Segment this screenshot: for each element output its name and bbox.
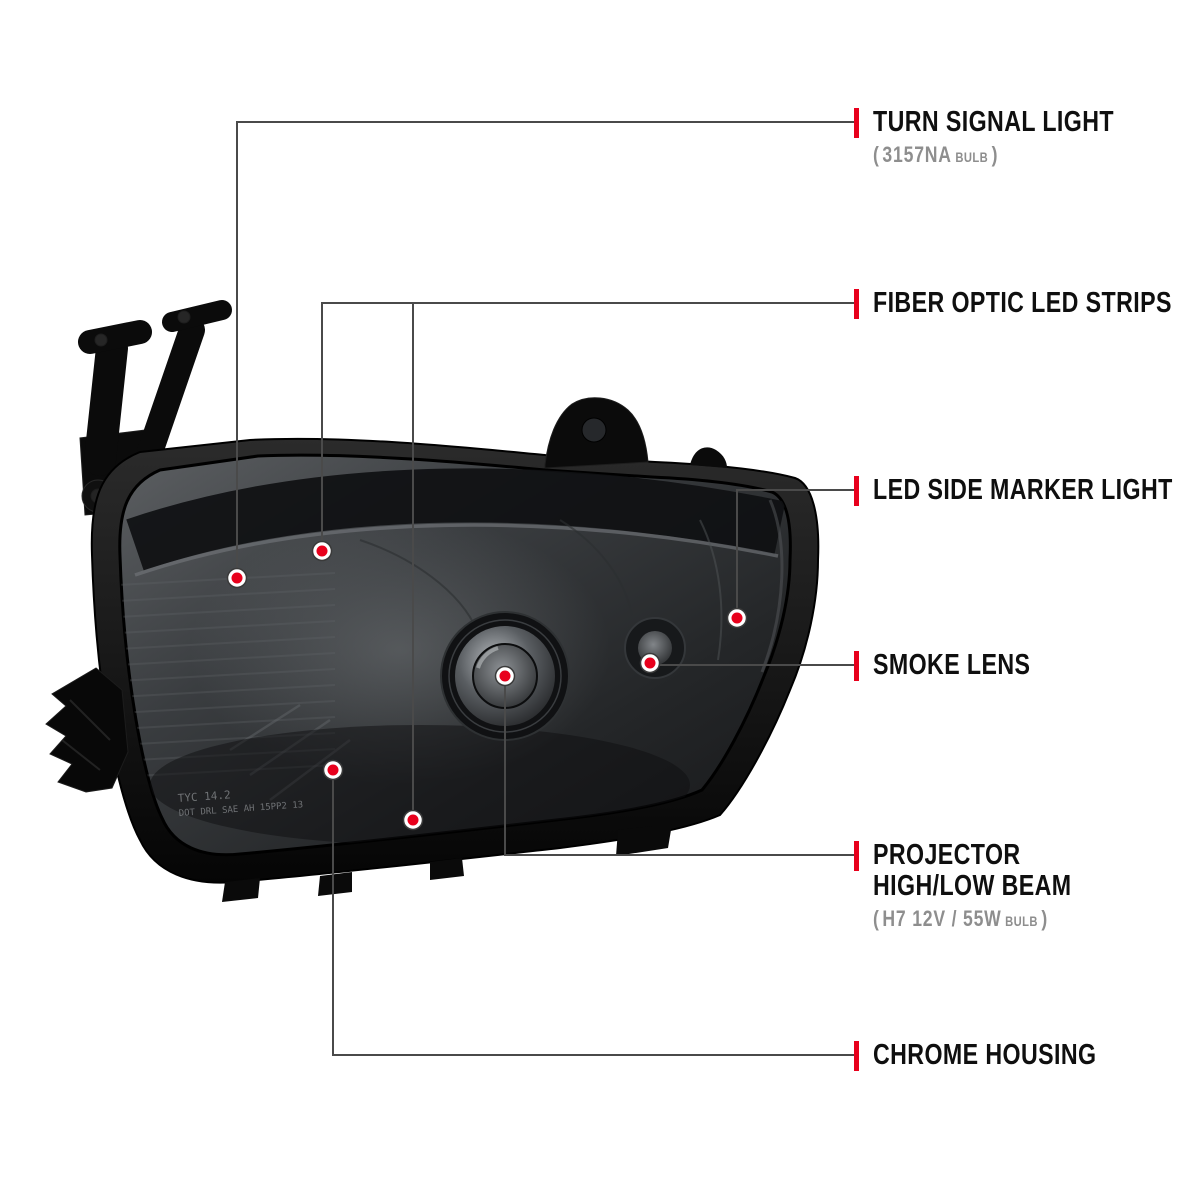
callout-label-projector: PROJECTOR HIGH/LOW BEAM ( H7 12V / 55W B… bbox=[854, 840, 1121, 932]
marker-dot-projector bbox=[494, 665, 516, 687]
red-tick bbox=[854, 108, 859, 138]
chrome-housing-label: CHROME HOUSING bbox=[873, 1039, 1097, 1071]
lens-marking-line1: TYC 14.2 bbox=[177, 788, 231, 805]
reflector-ribs bbox=[119, 572, 336, 778]
red-tick bbox=[854, 1041, 859, 1071]
marker-dots bbox=[226, 540, 748, 831]
callout-line-fiber-optic bbox=[321, 302, 856, 543]
marker-dot-side-marker bbox=[726, 607, 748, 629]
fiber-optic-label: FIBER OPTIC LED STRIPS bbox=[873, 287, 1172, 319]
callout-line-side-marker bbox=[736, 489, 856, 610]
red-tick bbox=[854, 651, 859, 681]
turn-signal-bulb: ( 3157NA BULB ) bbox=[873, 142, 998, 167]
turn-signal-label: TURN SIGNAL LIGHT bbox=[873, 106, 1114, 138]
callout-line-projector bbox=[504, 684, 856, 856]
side-marker-label: LED SIDE MARKER LIGHT bbox=[873, 474, 1173, 506]
bottom-tabs bbox=[222, 824, 672, 902]
projector-label-line2: HIGH/LOW BEAM bbox=[873, 870, 1072, 902]
projector-label-line1: PROJECTOR bbox=[873, 839, 1021, 871]
marker-dot-fiber-optic-b bbox=[402, 809, 424, 831]
marker-dot-fiber-optic-a bbox=[311, 540, 333, 562]
callout-label-smoke-lens: SMOKE LENS bbox=[854, 650, 1070, 681]
led-strip-band bbox=[126, 468, 786, 571]
projector-bulb: ( H7 12V / 55W BULB ) bbox=[873, 906, 1048, 931]
mounting-tab-top bbox=[544, 397, 727, 469]
smoke-lens-label: SMOKE LENS bbox=[873, 649, 1031, 681]
bottom-bracket bbox=[45, 667, 129, 793]
fiber-optic-strip bbox=[134, 523, 779, 577]
marker-dot-chrome bbox=[322, 759, 344, 781]
callout-label-turn-signal: TURN SIGNAL LIGHT ( 3157NA BULB ) bbox=[854, 107, 1174, 168]
red-tick bbox=[854, 289, 859, 319]
marker-dot-smoke-lens bbox=[639, 652, 661, 674]
red-tick bbox=[854, 476, 859, 506]
red-tick bbox=[854, 841, 859, 871]
callout-label-fiber-optic: FIBER OPTIC LED STRIPS bbox=[854, 288, 1200, 319]
marker-dot-turn-signal bbox=[226, 567, 248, 589]
callout-line-chrome bbox=[332, 778, 856, 1056]
callout-line-turn-signal bbox=[236, 121, 856, 570]
callout-label-side-marker: LED SIDE MARKER LIGHT bbox=[854, 475, 1200, 506]
callout-label-chrome-housing: CHROME HOUSING bbox=[854, 1040, 1152, 1071]
callout-lines bbox=[236, 121, 856, 1056]
